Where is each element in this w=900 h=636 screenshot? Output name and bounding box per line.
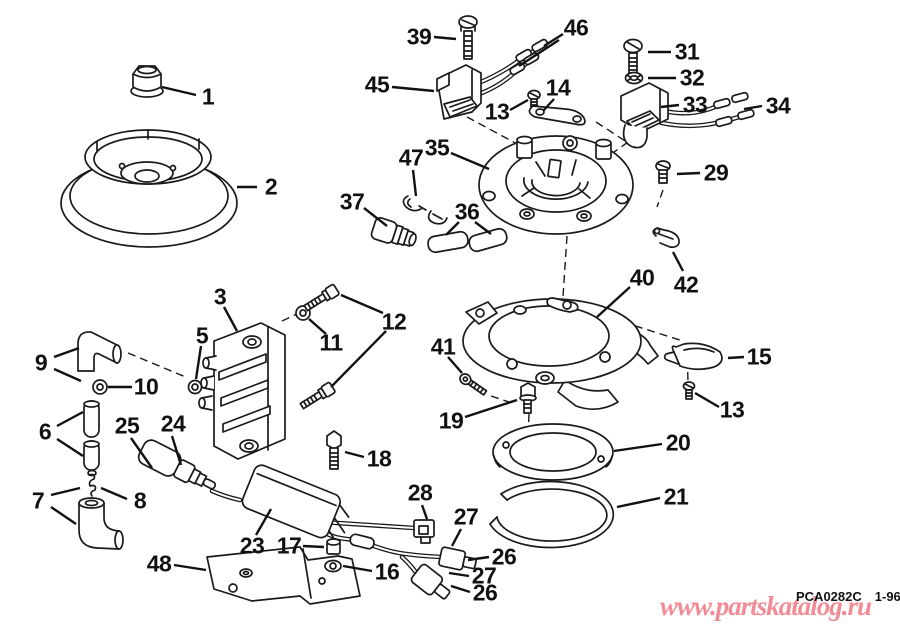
part-connector-26-27-upper bbox=[438, 546, 477, 571]
diagram-revision: 1-96 bbox=[874, 589, 900, 604]
part-spring-clip-47 bbox=[402, 195, 448, 225]
part-retainer-plate-20 bbox=[492, 423, 614, 481]
bullet-connector bbox=[509, 38, 549, 76]
part-stator-35 bbox=[478, 135, 634, 235]
charge-coil-wires-46 bbox=[473, 38, 549, 98]
part-insulator-tube-6b bbox=[83, 440, 100, 471]
part-washer-5 bbox=[187, 379, 203, 395]
part-screw-13-top bbox=[527, 89, 541, 110]
bullet-connector bbox=[713, 91, 755, 128]
part-sensor-coil-33 bbox=[620, 82, 669, 149]
part-bolt-18 bbox=[326, 430, 342, 470]
part-grommet-36b bbox=[468, 227, 508, 253]
part-screw-13-right bbox=[682, 381, 696, 400]
part-terminal-28 bbox=[413, 519, 435, 544]
part-screw-31 bbox=[623, 38, 643, 74]
part-screw-12b bbox=[299, 381, 336, 410]
part-charge-coil-45 bbox=[436, 64, 482, 120]
part-cap-17 bbox=[326, 538, 341, 555]
part-snap-ring-21 bbox=[489, 480, 615, 549]
watermark: www.partskatalog.ru bbox=[660, 591, 872, 621]
part-screw-12a bbox=[303, 283, 340, 312]
part-screw-29 bbox=[655, 160, 671, 184]
part-flywheel-nut-1 bbox=[130, 65, 164, 98]
part-clip-42 bbox=[652, 227, 680, 248]
part-elbow-boot-7 bbox=[78, 497, 124, 550]
diagram-code: PCA0282C bbox=[796, 589, 862, 604]
part-insulator-tube-6a bbox=[83, 400, 100, 438]
part-screw-41 bbox=[459, 373, 488, 396]
part-terminal-nut-10 bbox=[92, 379, 108, 395]
part-spring-terminal-8 bbox=[87, 469, 97, 497]
part-ignition-coil-3 bbox=[198, 322, 286, 460]
part-terminal-plug-37 bbox=[370, 217, 417, 247]
part-bracket-48 bbox=[206, 546, 361, 605]
callout-leader-lines bbox=[50, 32, 763, 594]
part-plug-boot-24-25 bbox=[137, 439, 217, 490]
wire-sleeve bbox=[349, 533, 375, 550]
part-flywheel-2 bbox=[60, 129, 238, 248]
part-lock-washer-32 bbox=[624, 71, 644, 85]
diagram-code-block: PCA0282C 1-96 bbox=[796, 589, 900, 604]
part-elbow-boot-9 bbox=[77, 331, 122, 372]
part-timing-base-40 bbox=[462, 297, 659, 411]
part-bolt-19 bbox=[519, 382, 537, 414]
part-link-14 bbox=[528, 105, 586, 126]
part-screw-39 bbox=[458, 15, 478, 60]
part-bracket-15 bbox=[663, 342, 723, 371]
part-flange-nut-16 bbox=[324, 559, 342, 573]
part-connector-26-27-lower bbox=[410, 563, 451, 600]
part-power-pack-23 bbox=[241, 464, 350, 544]
sensor-coil-wires-34 bbox=[659, 91, 755, 129]
